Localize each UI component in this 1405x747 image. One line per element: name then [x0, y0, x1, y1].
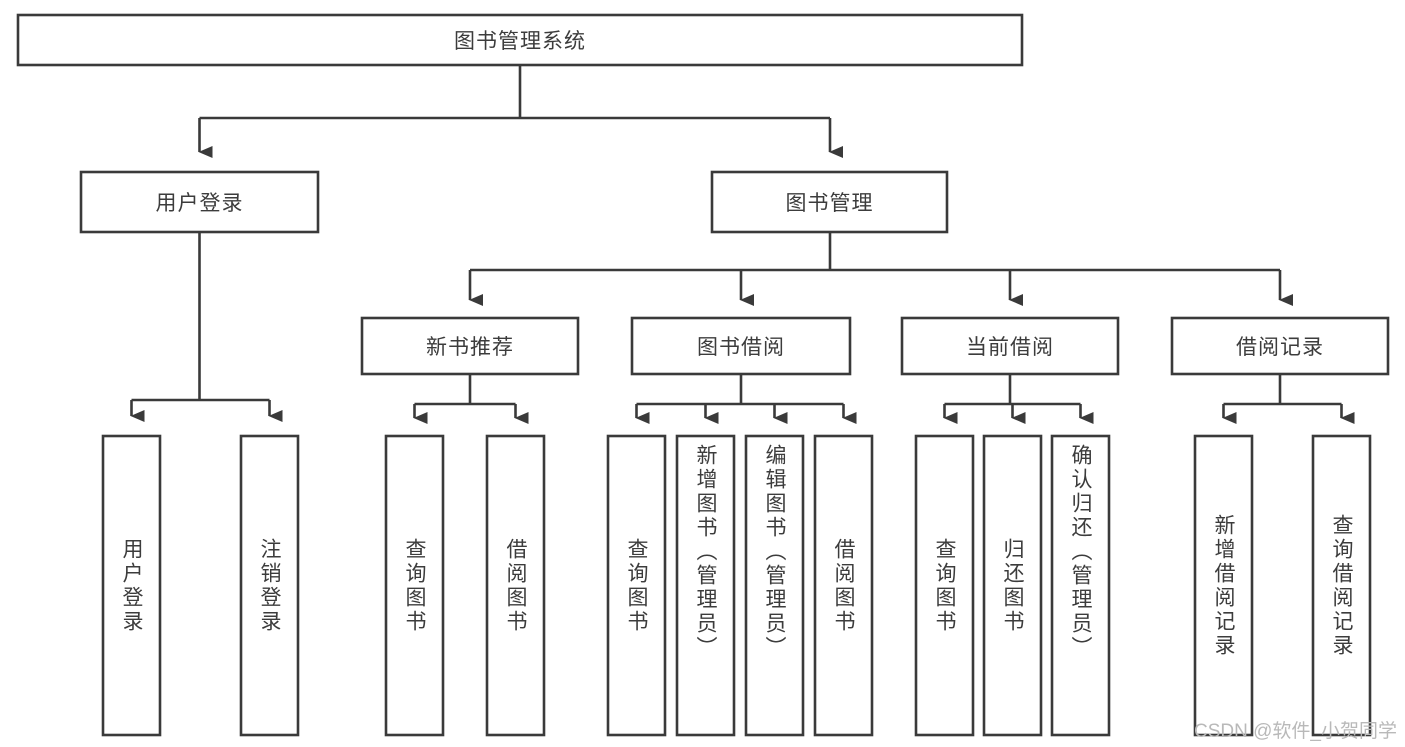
node-box-borrow-edit-book[interactable]	[744, 434, 805, 737]
node-box-current-query-book[interactable]	[914, 434, 975, 737]
node-box-user-login-logout[interactable]	[239, 434, 300, 737]
node-box-new-book-recommend[interactable]	[360, 316, 580, 376]
node-box-borrow-record[interactable]	[1170, 316, 1390, 376]
node-box-recommend-query-book[interactable]	[384, 434, 445, 737]
node-box-user-login-login[interactable]	[101, 434, 162, 737]
node-box-user-login[interactable]	[79, 170, 320, 234]
node-box-record-query-record[interactable]	[1311, 434, 1372, 737]
node-box-recommend-borrow-book[interactable]	[485, 434, 546, 737]
node-box-current-confirm-return[interactable]	[1050, 434, 1111, 737]
node-box-borrow-borrow-book[interactable]	[813, 434, 874, 737]
node-box-book-borrow[interactable]	[630, 316, 852, 376]
node-box-borrow-query-book[interactable]	[606, 434, 667, 737]
node-box-current-borrow[interactable]	[900, 316, 1120, 376]
node-box-borrow-add-book[interactable]	[675, 434, 736, 737]
node-box-record-add-record[interactable]	[1193, 434, 1254, 737]
node-box-book-manage[interactable]	[710, 170, 949, 234]
node-box-current-return-book[interactable]	[982, 434, 1043, 737]
node-box-root[interactable]	[16, 13, 1024, 67]
